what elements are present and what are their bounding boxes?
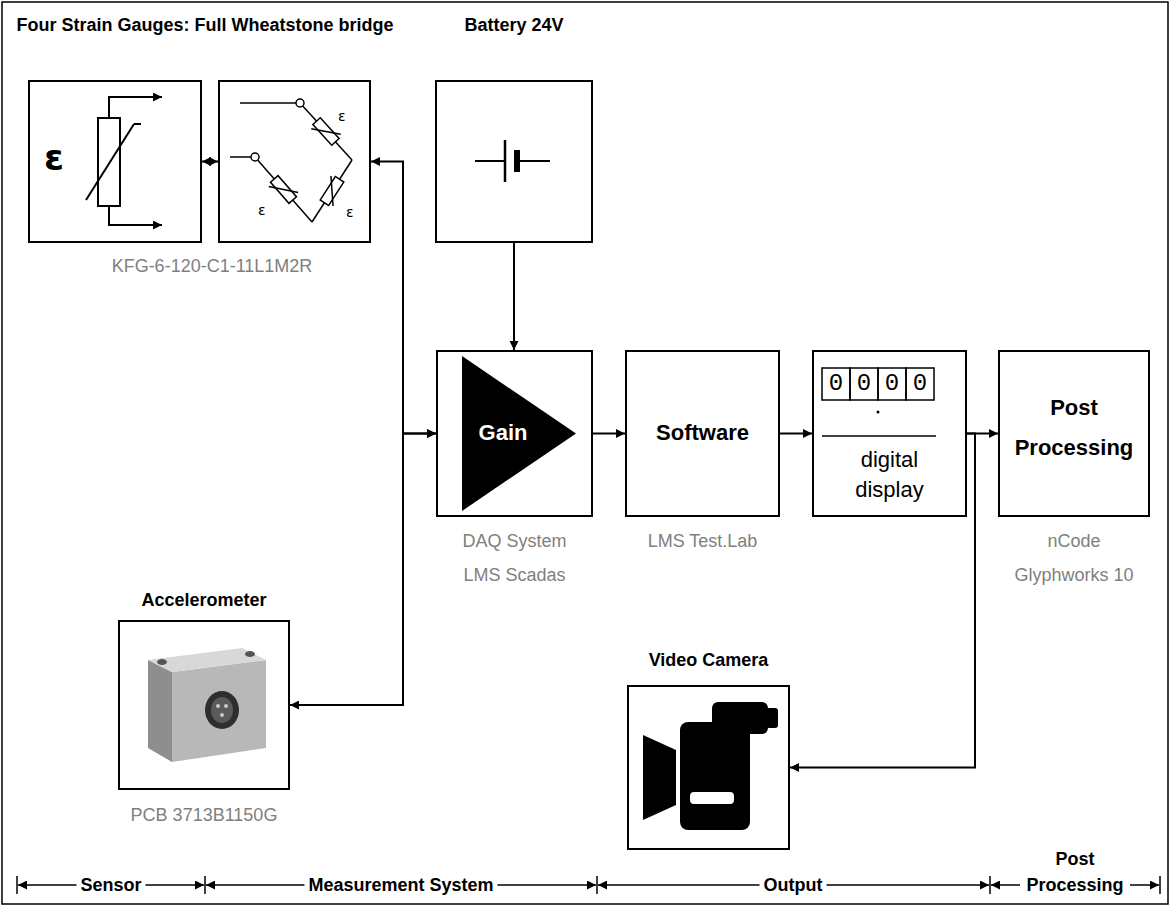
accelerometer-box: AccelerometerPCB 3713B1150G — [118, 620, 290, 790]
video-camera-box: Video Camera — [627, 685, 790, 850]
bridge-circuit — [230, 156, 251, 158]
bridge-circuit — [269, 175, 298, 205]
display-dot — [877, 411, 880, 414]
accelerometer-image — [148, 648, 266, 672]
battery-symbol — [475, 160, 505, 162]
strain-gauge-symbol — [109, 206, 162, 225]
accelerometer-image — [224, 704, 228, 708]
signal-connector — [593, 433, 625, 435]
video-camera-icon — [643, 735, 676, 820]
section-label: Output — [760, 874, 827, 896]
gain-box: GainDAQ System LMS Scadas — [436, 350, 593, 517]
signal-connector — [513, 243, 515, 350]
accelerometer-image — [148, 648, 266, 762]
section-scale — [204, 876, 206, 894]
amplifier-label: Gain — [479, 420, 528, 446]
battery-symbol — [520, 160, 550, 162]
signal-connector — [780, 433, 812, 435]
video-camera-icon — [712, 702, 768, 734]
device-caption: PCB 3713B1150G — [131, 803, 278, 827]
post-processing-box: Post ProcessingnCode Glyphworks 10 — [998, 350, 1150, 517]
section-label: Sensor — [76, 874, 145, 896]
battery-symbol — [475, 140, 550, 182]
box-heading: Battery 24V — [464, 13, 563, 37]
epsilon-symbol: ε — [258, 203, 266, 217]
strain-gauge-box: ε — [28, 80, 202, 243]
bridge-circuit — [230, 99, 352, 222]
accelerometer-image — [205, 691, 239, 729]
section-scale — [596, 876, 598, 894]
bridge-circuit — [317, 174, 347, 207]
section-label: Measurement System — [304, 874, 497, 896]
accelerometer-image — [172, 660, 266, 762]
digit-cells — [822, 435, 936, 437]
section-label: Post Processing — [1020, 846, 1130, 898]
section-scale — [17, 876, 1160, 894]
epsilon-symbol: ε — [338, 109, 346, 123]
bridge-circuit — [318, 176, 346, 206]
signal-connector — [790, 434, 975, 768]
battery-symbol — [504, 140, 507, 182]
section-scale — [1159, 876, 1161, 894]
device-caption: LMS Test.Lab — [648, 524, 758, 558]
video-camera-icon — [690, 792, 734, 804]
bridge-circuit — [255, 157, 312, 222]
wheatstone-bridge-box: ε ε ε — [218, 80, 371, 243]
bridge-circuit — [240, 102, 296, 104]
box-heading: Accelerometer — [141, 588, 266, 612]
battery-symbol — [514, 150, 520, 172]
accelerometer-image — [245, 651, 255, 657]
software-box: SoftwareLMS Test.Lab — [625, 350, 780, 517]
box-title: Post Processing — [1012, 388, 1136, 468]
accelerometer-image — [157, 659, 167, 665]
bridge-circuit — [267, 173, 299, 206]
bridge-circuit — [311, 117, 340, 147]
amplifier-triangle — [462, 356, 576, 511]
strain-gauge-symbol — [134, 123, 141, 125]
strain-gauge-symbol — [86, 97, 162, 225]
group-heading: Four Strain Gauges: Full Wheatstone brid… — [16, 13, 393, 37]
display-digits: 0000 — [829, 368, 941, 400]
part-number: KFG-6-120-C1-11L1M2R — [112, 254, 313, 278]
device-caption: nCode Glyphworks 10 — [1004, 524, 1144, 592]
section-scale — [16, 876, 18, 894]
strain-gauge-symbol — [86, 124, 134, 200]
signal-connector — [202, 161, 218, 163]
epsilon-symbol: ε — [346, 205, 354, 219]
bridge-circuit — [300, 103, 352, 160]
battery-box: Battery 24V — [435, 80, 593, 243]
video-camera-icon — [766, 708, 778, 728]
display-box: 0000 digital display — [812, 350, 967, 517]
signal-connector — [371, 162, 436, 434]
box-heading: Video Camera — [649, 648, 769, 672]
device-caption: DAQ System LMS Scadas — [450, 524, 580, 592]
accelerometer-image — [148, 660, 172, 762]
accelerometer-image — [211, 697, 233, 723]
section-scale — [989, 876, 991, 894]
signal-connector — [967, 433, 998, 435]
bridge-circuit — [310, 115, 342, 148]
strain-gauge-symbol — [109, 97, 162, 118]
video-camera-icon — [643, 702, 778, 830]
bridge-circuit — [296, 99, 304, 107]
epsilon-symbol: ε — [44, 138, 64, 178]
accelerometer-image — [216, 704, 220, 708]
display-label: digital display — [840, 445, 940, 505]
signal-connector — [290, 434, 436, 706]
bridge-circuit — [251, 153, 259, 161]
accelerometer-image — [220, 713, 224, 717]
box-title: Software — [656, 420, 749, 446]
video-camera-icon — [680, 722, 750, 830]
